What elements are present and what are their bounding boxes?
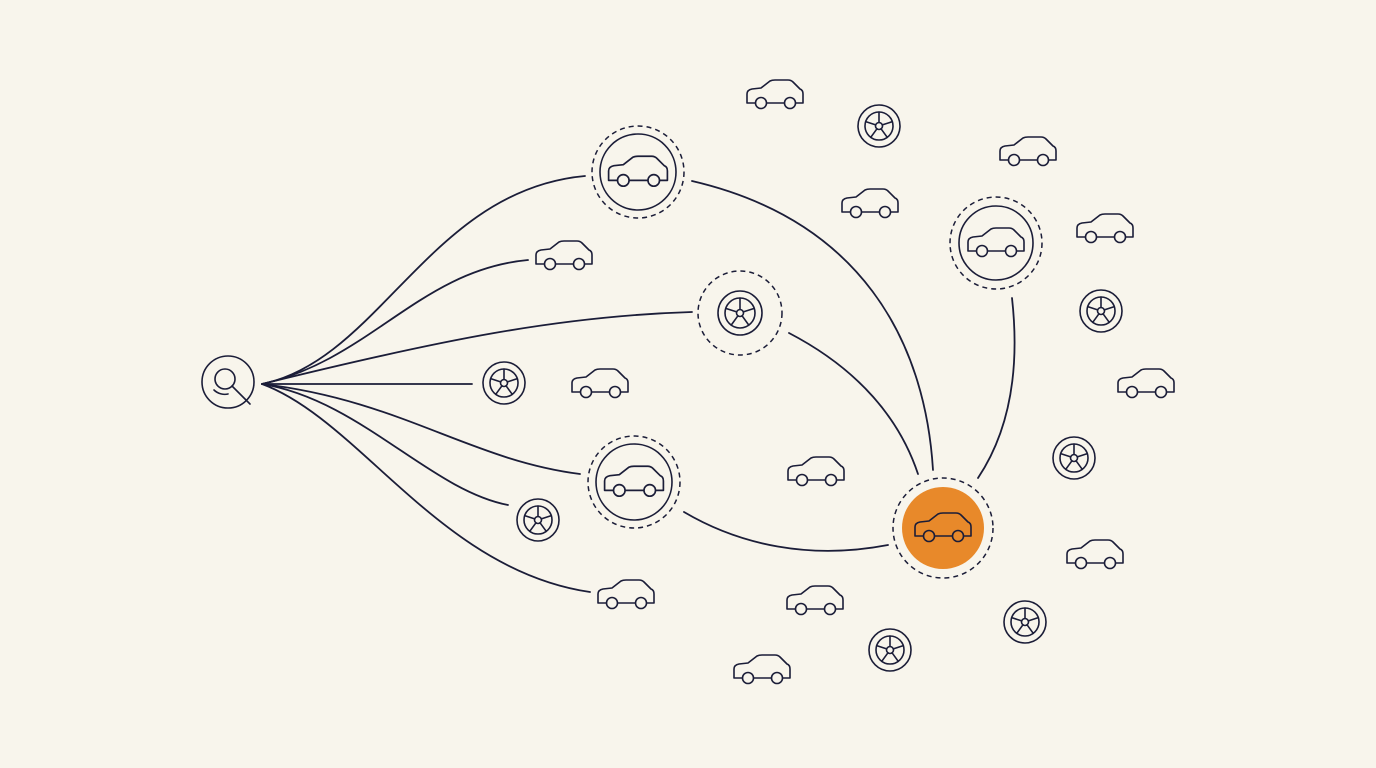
connection-car-lower-to-target [683, 511, 889, 552]
wheel-icon [482, 361, 526, 405]
car-icon [746, 79, 804, 110]
car-icon [607, 155, 669, 188]
wheel-icon [1003, 600, 1047, 644]
candidate-icons [482, 79, 1175, 685]
car-icon [603, 465, 665, 498]
wheel-icon [1052, 436, 1096, 480]
hub-car-top [591, 125, 685, 219]
connection-car-right-to-target [977, 297, 1016, 479]
hub-wheel-middle [697, 270, 783, 356]
car-icon [914, 512, 972, 543]
car-icon [787, 456, 845, 487]
wheel-icon [1079, 289, 1123, 333]
connection-source-to-wheel-middle [261, 311, 693, 385]
car-icon [535, 240, 593, 271]
search-icon [201, 355, 255, 409]
car-icon [733, 654, 791, 685]
hub-car-lower [587, 435, 681, 529]
car-icon [999, 136, 1057, 167]
wheel-icon [868, 628, 912, 672]
car-icon [967, 227, 1025, 258]
connection-source-to-car-lower [261, 383, 581, 475]
car-icon [571, 368, 629, 399]
wheel-icon [724, 297, 756, 329]
hub-car-right [949, 196, 1043, 290]
connection-source-to-car-bottom [261, 383, 591, 593]
target-car-highlighted [892, 477, 994, 579]
car-icon [1076, 213, 1134, 244]
car-icon [597, 579, 655, 610]
connection-wheel-middle-to-target [788, 332, 919, 475]
wheel-icon [516, 498, 560, 542]
car-icon [841, 188, 899, 219]
connection-source-to-car-top [261, 175, 586, 385]
connection-lines [261, 175, 1016, 593]
connection-source-to-car-small [261, 259, 529, 385]
connection-source-to-wheel-lower [261, 383, 509, 506]
car-icon [786, 585, 844, 616]
wheel-icon [857, 104, 901, 148]
car-icon [1066, 539, 1124, 570]
car-icon [1117, 368, 1175, 399]
connection-car-top-to-target [691, 180, 934, 471]
